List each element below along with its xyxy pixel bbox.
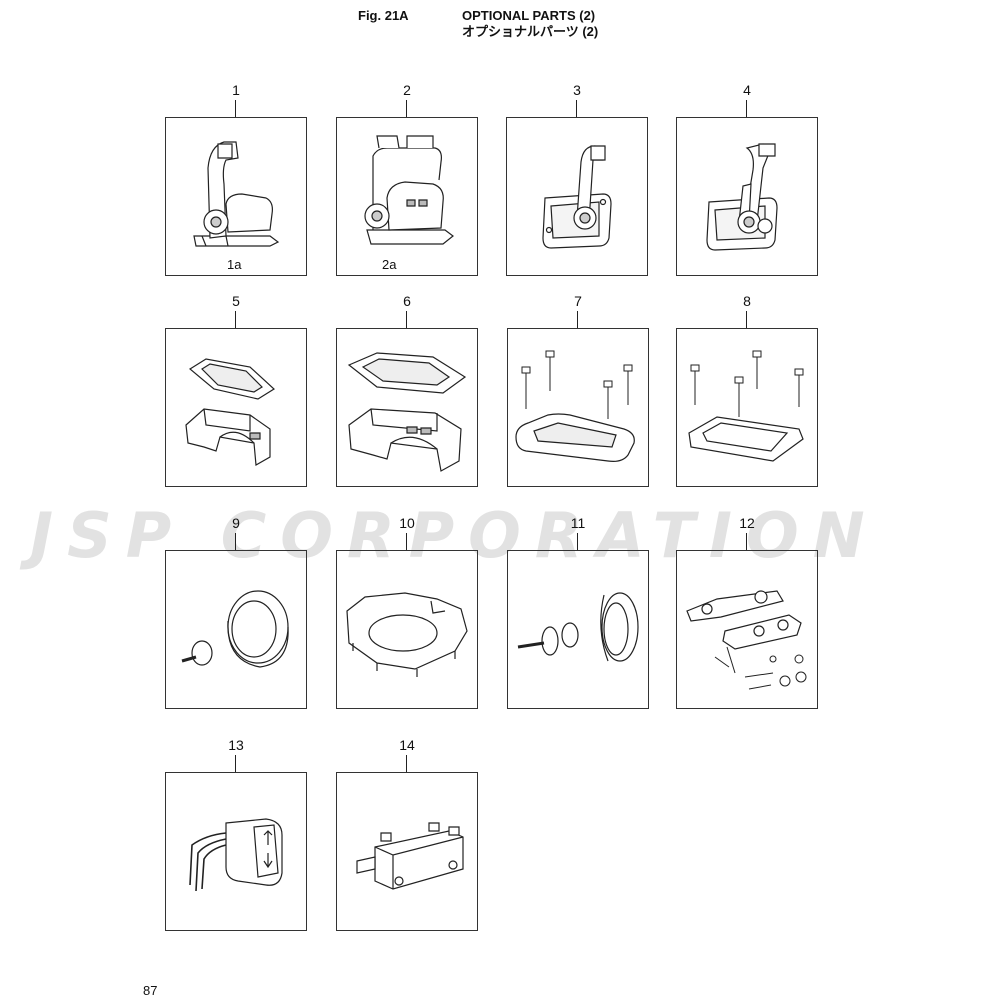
leader-line [235, 755, 236, 772]
mounting-frame-bolt-kit-icon [677, 329, 817, 486]
part-number: 13 [228, 737, 244, 753]
leader-line [746, 311, 747, 328]
single-control-cover-kit-icon [166, 329, 306, 486]
part-number: 10 [399, 515, 415, 531]
page-title: OPTIONAL PARTS (2) [462, 8, 596, 23]
figure-number: Fig. 21A [358, 8, 409, 23]
part-cell-11[interactable]: 11 [507, 515, 649, 709]
part-number: 14 [399, 737, 415, 753]
sub-part-label: 2a [382, 257, 397, 272]
sub-part-label: 1a [227, 257, 242, 272]
part-cell-13[interactable]: 13 [165, 737, 307, 931]
part-cell-12[interactable]: 12 [676, 515, 818, 709]
part-cell-14[interactable]: 14 [336, 737, 478, 931]
base-plate-gasket-icon [337, 551, 477, 708]
part-cell-4[interactable]: 4 [676, 82, 818, 276]
leader-line [746, 100, 747, 117]
mounting-base-bolt-kit-icon [508, 329, 648, 486]
part-number: 6 [403, 293, 411, 309]
part-cell-6[interactable]: 6 [336, 293, 478, 487]
part-illustration-box [507, 328, 649, 487]
part-illustration-box [336, 117, 478, 276]
part-illustration-box [165, 117, 307, 276]
part-number: 2 [403, 82, 411, 98]
part-illustration-box [676, 328, 818, 487]
part-cell-9[interactable]: 9 [165, 515, 307, 709]
part-cell-3[interactable]: 3 [506, 82, 648, 276]
side-mount-dual-lever-control-icon [677, 118, 817, 275]
part-cell-1[interactable]: 1 1a [165, 82, 307, 276]
part-number: 1 [232, 82, 240, 98]
part-cell-5[interactable]: 5 [165, 293, 307, 487]
part-cell-8[interactable]: 8 [676, 293, 818, 487]
leader-line [577, 311, 578, 328]
leader-line [746, 533, 747, 550]
part-illustration-box [336, 550, 478, 709]
trim-switch-icon [166, 773, 306, 930]
part-number: 7 [574, 293, 582, 309]
part-cell-10[interactable]: 10 [336, 515, 478, 709]
leader-line [235, 100, 236, 117]
friction-knob-ring-icon [166, 551, 306, 708]
leader-line [577, 533, 578, 550]
part-cell-7[interactable]: 7 [507, 293, 649, 487]
part-number: 8 [743, 293, 751, 309]
page-subtitle: オプショナルパーツ (2) [462, 24, 599, 39]
neutral-safety-switch-icon [337, 773, 477, 930]
part-number: 11 [570, 515, 586, 531]
part-illustration-box [336, 772, 478, 931]
part-illustration-box [676, 117, 818, 276]
part-illustration-box [676, 550, 818, 709]
part-illustration-box [165, 328, 307, 487]
part-illustration-box [507, 550, 649, 709]
part-number: 12 [739, 515, 755, 531]
side-mount-single-lever-control-icon [507, 118, 647, 275]
part-number: 9 [232, 515, 240, 531]
knob-shaft-assembly-icon [508, 551, 648, 708]
part-illustration-box [336, 328, 478, 487]
leader-line [235, 311, 236, 328]
cable-bracket-hardware-kit-icon [677, 551, 817, 708]
top-mount-single-lever-control-icon [166, 118, 306, 275]
leader-line [406, 533, 407, 550]
part-cell-2[interactable]: 2 2a [336, 82, 478, 276]
part-number: 4 [743, 82, 751, 98]
part-number: 5 [232, 293, 240, 309]
leader-line [406, 311, 407, 328]
dual-control-cover-kit-icon [337, 329, 477, 486]
page-number: 87 [143, 983, 158, 998]
leader-line [235, 533, 236, 550]
title-block: OPTIONAL PARTS (2) オプショナルパーツ (2) [462, 8, 598, 40]
leader-line [406, 755, 407, 772]
leader-line [576, 100, 577, 117]
part-illustration-box [506, 117, 648, 276]
part-illustration-box [165, 772, 307, 931]
part-number: 3 [573, 82, 581, 98]
leader-line [406, 100, 407, 117]
part-illustration-box [165, 550, 307, 709]
top-mount-dual-lever-control-icon [337, 118, 477, 275]
